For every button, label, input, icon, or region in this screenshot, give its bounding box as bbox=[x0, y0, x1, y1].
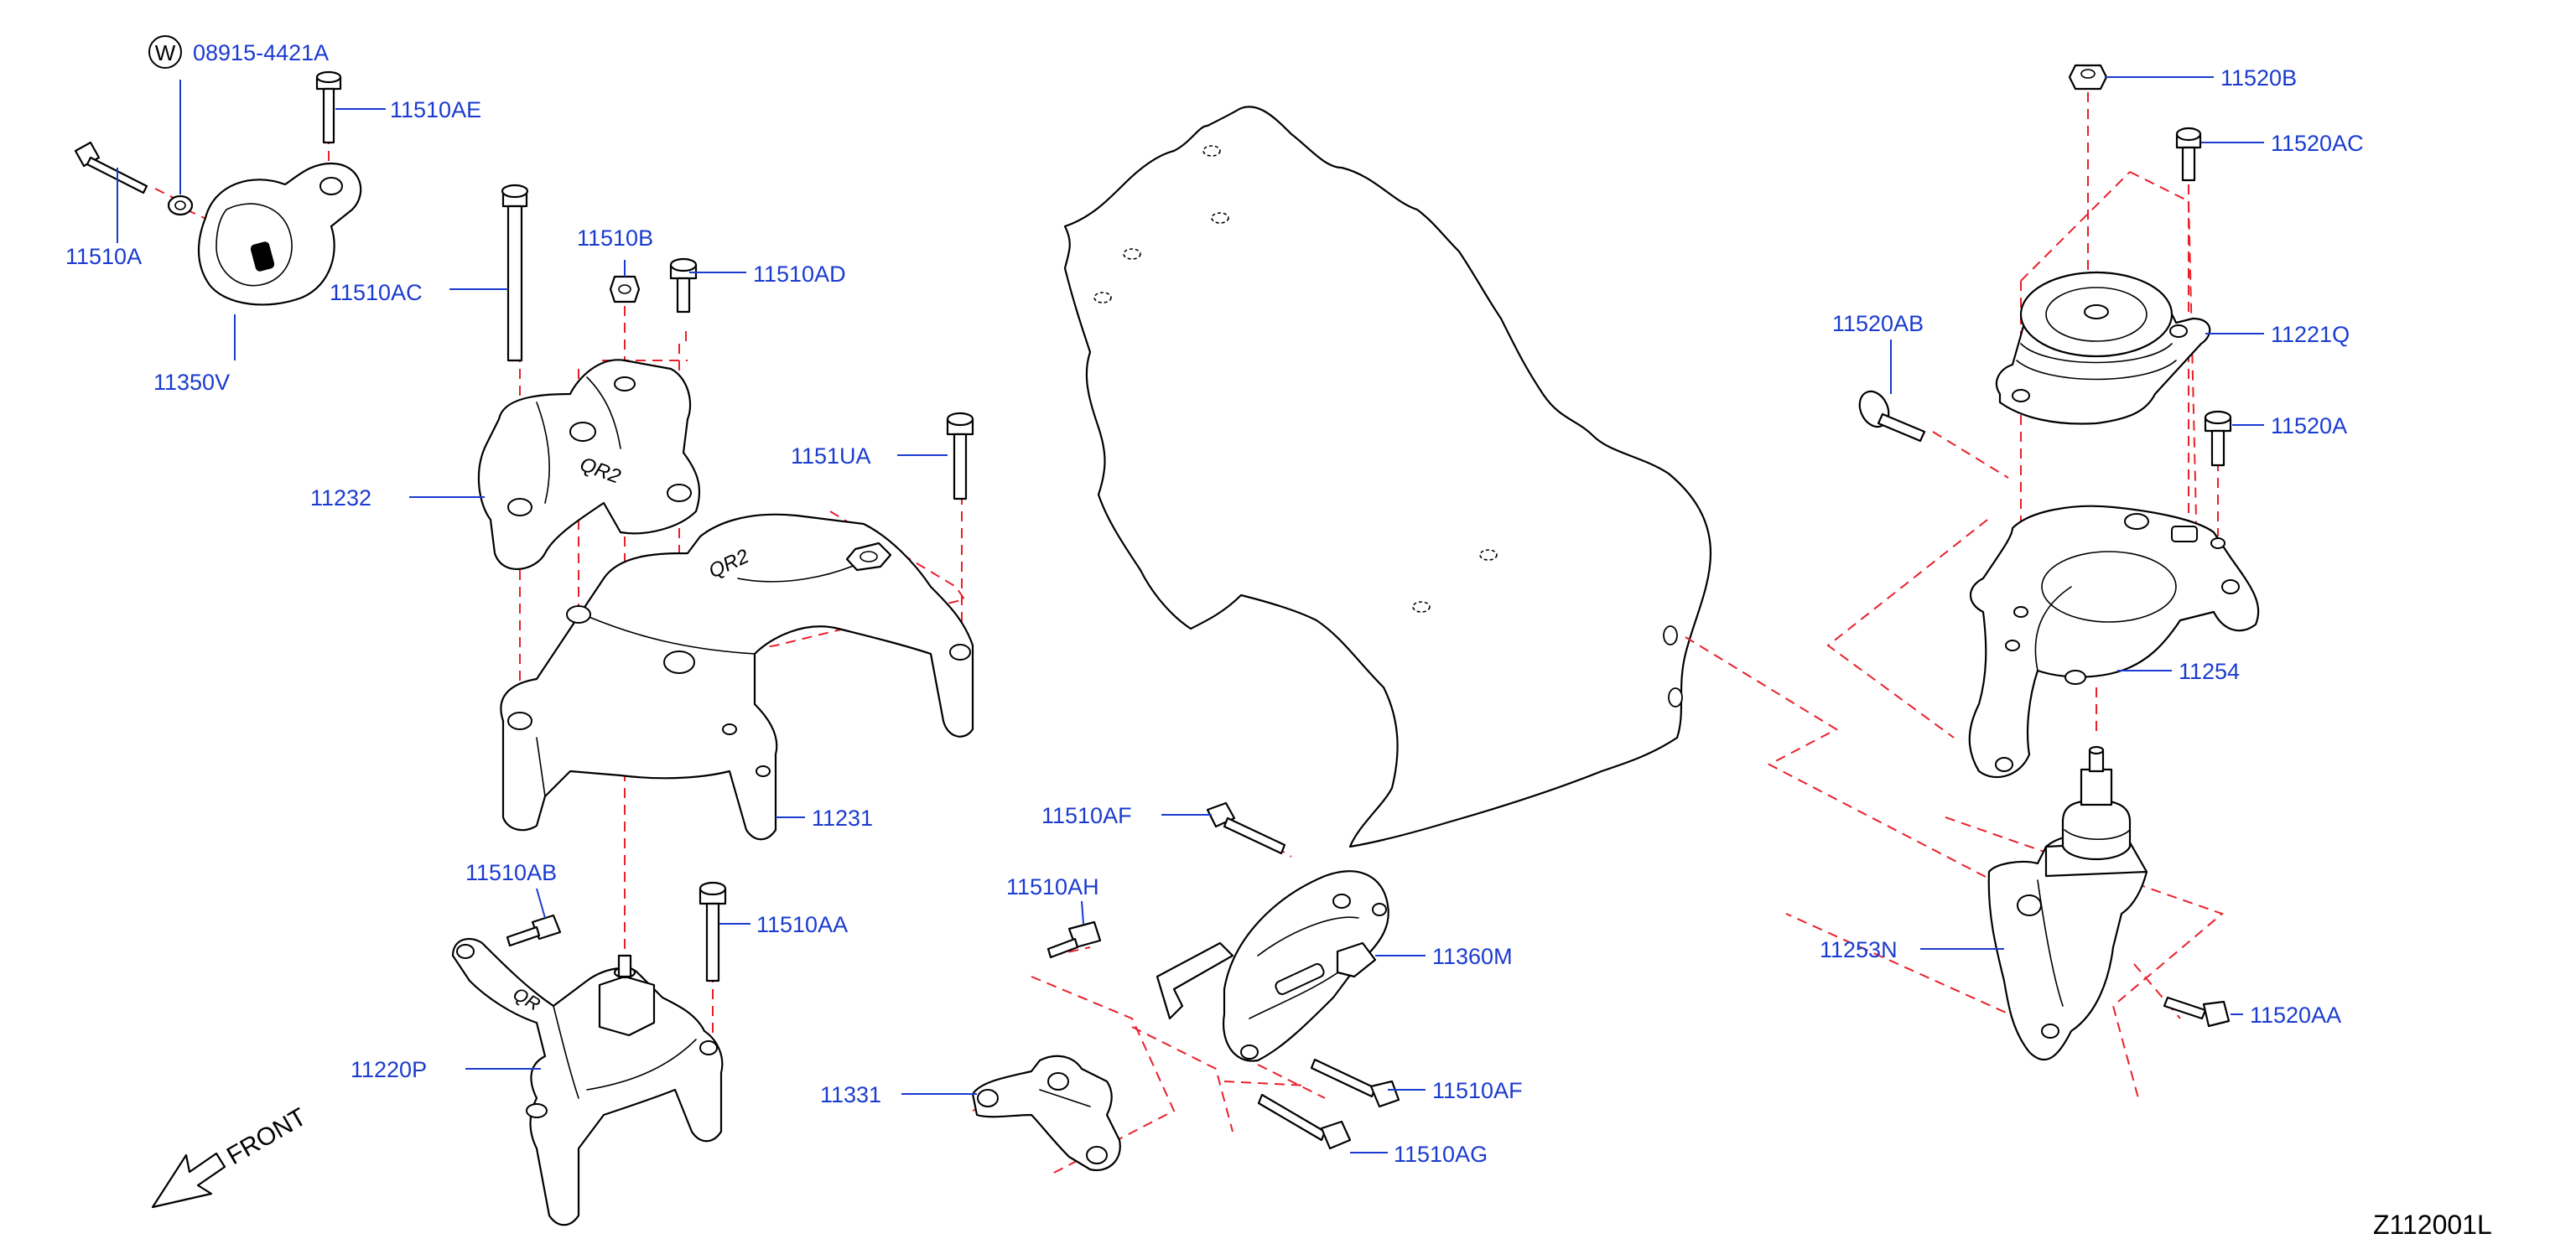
bolt-11510AF-top bbox=[1206, 801, 1286, 855]
washer-symbol bbox=[148, 35, 182, 69]
callout-11520AB[interactable]: 11520AB bbox=[1832, 311, 1924, 336]
bolt-11510AE bbox=[315, 70, 342, 144]
callout-11220P[interactable]: 11220P bbox=[351, 1057, 427, 1082]
nut-11510B bbox=[609, 275, 641, 303]
callout-11254[interactable]: 11254 bbox=[2179, 659, 2240, 684]
bolt-1151UA bbox=[946, 412, 974, 500]
callout-11510AF-top[interactable]: 11510AF bbox=[1041, 803, 1132, 828]
callout-11520AA[interactable]: 11520AA bbox=[2250, 1003, 2341, 1028]
diagram-code: Z112001L bbox=[2373, 1210, 2492, 1240]
callout-11510AG[interactable]: 11510AG bbox=[1394, 1142, 1488, 1167]
callout-11520B[interactable]: 11520B bbox=[2220, 65, 2297, 91]
callout-11510AE[interactable]: 11510AE bbox=[390, 97, 481, 122]
bolt-11510AF-bottom bbox=[1310, 1058, 1400, 1108]
nut-11520B bbox=[2068, 64, 2108, 91]
callout-11232[interactable]: 11232 bbox=[310, 485, 371, 511]
part-11220P-mount[interactable]: QR bbox=[451, 881, 727, 1226]
bolt-11510AC bbox=[501, 184, 529, 362]
callout-08915-4421A[interactable]: 08915-4421A bbox=[193, 40, 329, 65]
callout-1151UA[interactable]: 1151UA bbox=[791, 443, 871, 469]
callout-11520A[interactable]: 11520A bbox=[2271, 413, 2347, 438]
bolt-11520AA bbox=[2163, 996, 2231, 1028]
washer bbox=[167, 194, 194, 216]
callout-11510A[interactable]: 11510A bbox=[65, 244, 142, 269]
callout-11253N[interactable]: 11253N bbox=[1820, 937, 1898, 962]
callout-11510B[interactable]: 11510B bbox=[577, 225, 653, 251]
part-11360M-torque-rod[interactable] bbox=[1156, 801, 1400, 1150]
front-indicator: FRONT bbox=[151, 1103, 311, 1209]
bolt-11510AG bbox=[1257, 1093, 1352, 1150]
callout-11510AH[interactable]: 11510AH bbox=[1006, 874, 1099, 899]
callout-11510AB[interactable]: 11510AB bbox=[465, 860, 557, 885]
callout-11350V[interactable]: 11350V bbox=[153, 370, 230, 395]
callout-11331[interactable]: 11331 bbox=[820, 1082, 881, 1107]
front-arrow-icon bbox=[151, 1152, 226, 1209]
part-11231-bracket[interactable]: QR2 bbox=[500, 412, 974, 841]
callout-labels: 08915-4421A 11510AE 11510A 11350V 11510B… bbox=[65, 40, 2364, 1167]
engine-outline bbox=[1063, 106, 1712, 848]
callout-11231[interactable]: 11231 bbox=[812, 806, 873, 831]
bolt-11520AC bbox=[2175, 127, 2202, 182]
part-11331-bracket[interactable] bbox=[971, 920, 1121, 1172]
part-11221Q-insulator[interactable] bbox=[1854, 64, 2232, 467]
callout-11510AF-bottom[interactable]: 11510AF bbox=[1432, 1078, 1523, 1103]
washer-symbol-letter: W bbox=[155, 40, 176, 65]
bolt-11510AA bbox=[699, 881, 727, 982]
bolt-11510A bbox=[74, 141, 148, 194]
part-11350V-mount[interactable]: W bbox=[74, 35, 362, 306]
callout-11510AA[interactable]: 11510AA bbox=[756, 912, 848, 937]
part-11232-bracket[interactable]: QR2 bbox=[477, 184, 700, 570]
callout-11510AD[interactable]: 11510AD bbox=[753, 262, 846, 287]
bolt-11520A bbox=[2204, 410, 2232, 467]
part-11253N-mount[interactable] bbox=[1987, 745, 2231, 1061]
leader-lines bbox=[117, 76, 2264, 1153]
part-11254-bracket[interactable] bbox=[1968, 505, 2260, 779]
bolt-11520AB bbox=[1858, 390, 1926, 443]
bolt-11510AD bbox=[669, 257, 698, 314]
callout-11221Q[interactable]: 11221Q bbox=[2271, 322, 2350, 347]
callout-11510AC[interactable]: 11510AC bbox=[330, 280, 423, 305]
callout-11520AC[interactable]: 11520AC bbox=[2271, 131, 2364, 156]
bolt-11510AH bbox=[1046, 920, 1102, 959]
callout-11360M[interactable]: 11360M bbox=[1432, 944, 1513, 969]
bolt-11510AB bbox=[506, 914, 562, 947]
front-label: FRONT bbox=[222, 1103, 311, 1170]
